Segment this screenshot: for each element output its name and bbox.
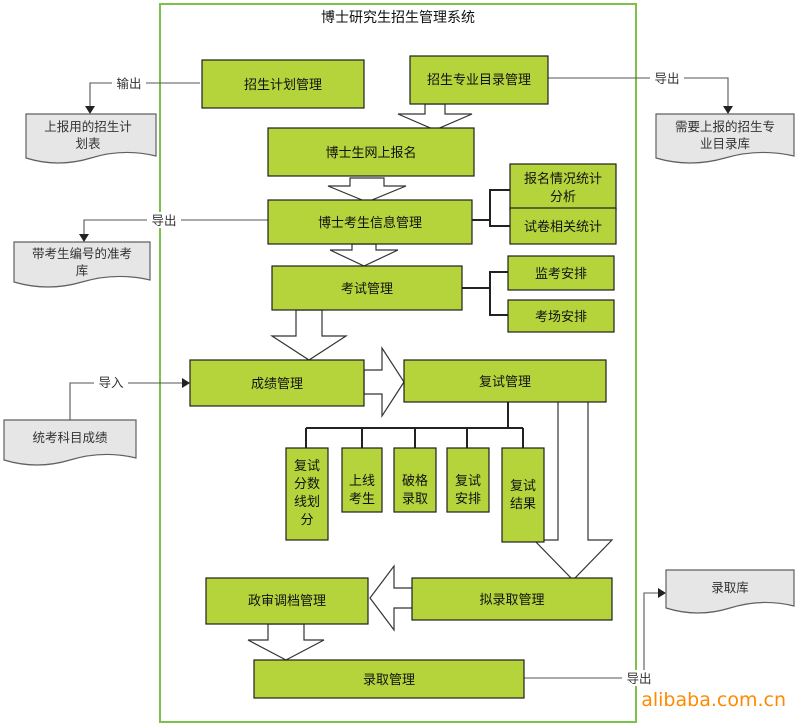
- flow-arrow: [532, 399, 614, 581]
- svg-text:线划: 线划: [294, 495, 320, 510]
- svg-text:招生专业目录管理: 招生专业目录管理: [427, 73, 531, 88]
- export-label-1: 导出: [654, 71, 679, 86]
- node-sub-qualified: 上线 考生: [341, 447, 383, 513]
- svg-text:考生: 考生: [349, 492, 375, 507]
- svg-text:录取: 录取: [402, 492, 428, 507]
- svg-text:复试: 复试: [294, 459, 320, 474]
- svg-text:结果: 结果: [510, 497, 536, 512]
- doc-catalog-report: 需要上报的招生专 业目录库: [655, 113, 795, 164]
- svg-text:博士生网上报名: 博士生网上报名: [325, 145, 416, 161]
- svg-text:拟录取管理: 拟录取管理: [479, 593, 544, 608]
- exam-invig-connector: [462, 271, 508, 289]
- import-label: 导入: [98, 375, 124, 390]
- node-plan: 招生计划管理: [201, 59, 365, 109]
- svg-text:库: 库: [76, 263, 89, 278]
- export-ticket-connector: [83, 219, 268, 236]
- svg-text:分: 分: [300, 513, 313, 528]
- doc-scores: 统考科目成绩: [3, 419, 137, 466]
- svg-text:安排: 安排: [455, 492, 481, 507]
- node-sub-arrange: 复试 安排: [446, 447, 490, 513]
- svg-text:博士考生信息管理: 博士考生信息管理: [318, 215, 422, 231]
- svg-text:业目录库: 业目录库: [700, 136, 750, 151]
- info-stats2-connector: [489, 220, 510, 227]
- svg-text:划表: 划表: [75, 136, 101, 151]
- svg-text:分析: 分析: [550, 190, 576, 205]
- node-plan-admit: 拟录取管理: [411, 577, 613, 621]
- svg-text:上线: 上线: [349, 474, 375, 489]
- label-bg: [112, 75, 146, 91]
- system-frame: [159, 3, 637, 723]
- svg-text:复试管理: 复试管理: [479, 375, 531, 390]
- label-bg: [147, 212, 181, 228]
- flow-arrow: [329, 243, 399, 267]
- node-sub-scoreline: 复试 分数 线划 分: [285, 447, 329, 541]
- svg-text:试卷相关统计: 试卷相关统计: [524, 219, 602, 235]
- svg-text:上报用的招生计: 上报用的招生计: [44, 119, 132, 134]
- node-retest: 复试管理: [403, 359, 607, 403]
- node-stats2: 试卷相关统计: [509, 207, 617, 245]
- exam-room-connector: [489, 288, 508, 316]
- export-admit-connector: [524, 592, 660, 679]
- node-info: 博士考生信息管理: [267, 199, 473, 245]
- node-political: 政审调档管理: [205, 577, 369, 625]
- doc-plan-report: 上报用的招生计 划表: [25, 113, 157, 164]
- flow-arrow: [327, 177, 407, 203]
- flow-arrow: [363, 345, 405, 419]
- svg-text:复试: 复试: [510, 479, 536, 494]
- arrowhead: [723, 106, 733, 114]
- info-stats1-connector: [472, 189, 510, 221]
- output-connector: [89, 82, 200, 108]
- node-online: 博士生网上报名: [267, 127, 475, 177]
- watermark-text: alibaba.com.cn: [641, 689, 786, 711]
- svg-text:统考科目成绩: 统考科目成绩: [32, 430, 108, 445]
- arrowhead: [658, 588, 666, 598]
- svg-text:考场安排: 考场安排: [535, 310, 587, 325]
- svg-text:监考安排: 监考安排: [535, 267, 587, 282]
- svg-text:报名情况统计: 报名情况统计: [524, 171, 602, 187]
- import-connector: [69, 382, 184, 420]
- node-sub-exception: 破格 录取: [393, 447, 437, 513]
- node-exam: 考试管理: [271, 265, 463, 311]
- svg-text:带考生编号的准考: 带考生编号的准考: [32, 246, 132, 261]
- svg-text:成绩管理: 成绩管理: [251, 377, 303, 392]
- svg-text:破格: 破格: [402, 473, 428, 489]
- doc-ticket: 带考生编号的准考 库: [13, 241, 151, 288]
- doc-admit-db: 录取库: [665, 569, 795, 614]
- export-label-3: 导出: [626, 671, 651, 686]
- node-sub-result: 复试 结果: [501, 447, 545, 543]
- export-label-2: 导出: [151, 213, 176, 228]
- svg-text:录取库: 录取库: [711, 580, 749, 595]
- arrowhead: [79, 234, 89, 242]
- svg-text:录取管理: 录取管理: [363, 673, 415, 688]
- flow-arrow: [369, 564, 415, 632]
- flow-arrow: [269, 309, 349, 361]
- svg-text:分数: 分数: [294, 477, 320, 492]
- output-label: 输出: [116, 76, 141, 91]
- arrowhead: [85, 106, 95, 114]
- export-catalog-connector: [548, 77, 729, 108]
- svg-text:招生计划管理: 招生计划管理: [244, 78, 322, 93]
- svg-text:需要上报的招生专: 需要上报的招生专: [675, 119, 775, 134]
- node-invig: 监考安排: [507, 255, 615, 291]
- diagram-title: 博士研究生招生管理系统: [321, 9, 475, 26]
- svg-text:政审调档管理: 政审调档管理: [248, 594, 326, 609]
- label-bg: [622, 670, 656, 686]
- label-bg: [650, 70, 684, 86]
- node-score: 成绩管理: [189, 359, 365, 407]
- flow-arrow: [247, 623, 325, 661]
- flow-arrow: [397, 103, 473, 131]
- node-stats1: 报名情况统计 分析: [509, 163, 617, 211]
- label-bg: [94, 374, 128, 390]
- svg-text:考试管理: 考试管理: [341, 282, 393, 297]
- arrowhead: [182, 378, 190, 388]
- node-catalog: 招生专业目录管理: [409, 55, 549, 105]
- svg-text:复试: 复试: [455, 474, 481, 489]
- node-admit: 录取管理: [253, 659, 525, 699]
- node-room: 考场安排: [507, 299, 615, 333]
